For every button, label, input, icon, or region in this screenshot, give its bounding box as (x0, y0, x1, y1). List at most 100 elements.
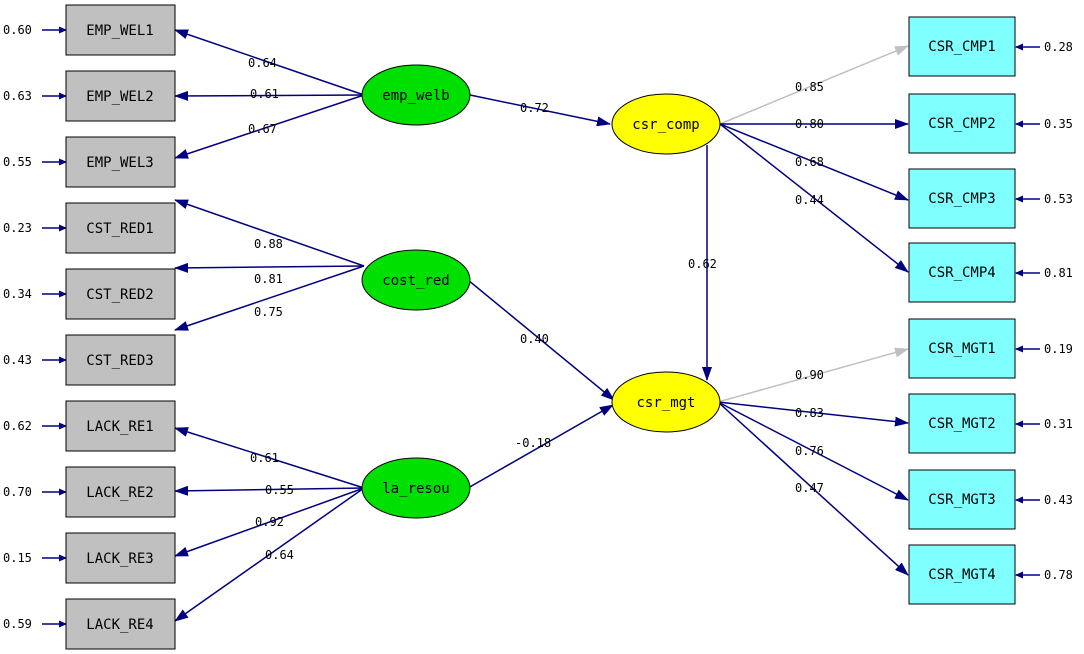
left-error-arrows (42, 26, 67, 628)
left-error-labels: 0.60 0.63 0.55 0.23 0.34 0.43 0.62 0.70 … (3, 23, 32, 631)
loading-label-csr-mgt2: 0.83 (795, 406, 824, 420)
loading-label-csr-cmp3: 0.68 (795, 155, 824, 169)
observed-box-emp-wel2[interactable] (65, 70, 176, 122)
observed-box-csr-cmp3[interactable] (908, 168, 1016, 229)
latent-label-la-resou: la_resou (382, 481, 449, 497)
error-variance-csr-cmp2: 0.35 (1044, 117, 1073, 131)
left-observed-boxes: EMP_WEL1 EMP_WEL2 EMP_WEL3 CST_RED1 CST_… (65, 4, 176, 650)
latent-ellipse-cost-red[interactable] (361, 249, 471, 311)
loading-label-emp-wel3: 0.67 (248, 122, 277, 136)
latent-label-emp-welb: emp_welb (382, 88, 449, 104)
right-loading-arrows (717, 45, 909, 576)
loading-label-cst-red2: 0.81 (254, 272, 283, 286)
right-loading-labels: 0.85 0.80 0.68 0.44 0.90 0.83 0.76 0.47 (795, 80, 824, 495)
loading-label-csr-cmp1: 0.85 (795, 80, 824, 94)
loading-label-csr-cmp2: 0.80 (795, 117, 824, 131)
loading-label-lack-re1: 0.61 (250, 451, 279, 465)
loading-arrow-emp-wel1 (174, 29, 365, 96)
observed-label-csr-cmp2: CSR_CMP2 (928, 116, 995, 132)
error-variance-lack-re1: 0.62 (3, 419, 32, 433)
loading-label-cst-red1: 0.88 (254, 237, 283, 251)
error-variance-csr-cmp1: 0.28 (1044, 40, 1073, 54)
error-variance-csr-mgt1: 0.19 (1044, 342, 1073, 356)
observed-box-emp-wel1[interactable] (65, 4, 176, 56)
latent-ellipse-emp-welb[interactable] (361, 64, 471, 126)
loading-label-emp-wel1: 0.64 (248, 56, 277, 70)
loading-arrow-csr-cmp1 (719, 45, 909, 125)
loading-arrow-lack-re3 (174, 487, 365, 557)
error-variance-cst-red2: 0.34 (3, 287, 32, 301)
loading-label-csr-mgt3: 0.76 (795, 444, 824, 458)
observed-box-csr-mgt4[interactable] (908, 544, 1016, 605)
loading-arrow-emp-wel2 (174, 90, 365, 101)
right-observed-boxes: CSR_CMP1 CSR_CMP2 CSR_CMP3 CSR_CMP4 CSR_… (908, 16, 1016, 605)
error-variance-lack-re4: 0.59 (3, 617, 32, 631)
loading-arrow-emp-wel3 (174, 94, 365, 159)
observed-label-emp-wel1: EMP_WEL1 (86, 23, 153, 39)
path-label-cost-red-csr-mgt: 0.40 (520, 332, 549, 346)
observed-label-lack-re1: LACK_RE1 (86, 419, 153, 435)
path-arrow-cost-red-csr-mgt (467, 279, 615, 401)
observed-label-emp-wel3: EMP_WEL3 (86, 155, 153, 171)
error-variance-csr-cmp4: 0.81 (1044, 266, 1073, 280)
error-variance-lack-re3: 0.15 (3, 551, 32, 565)
observed-label-lack-re4: LACK_RE4 (86, 617, 153, 633)
observed-box-csr-cmp4[interactable] (908, 242, 1016, 303)
path-arrow-emp-welb-csr-comp (469, 94, 611, 127)
observed-label-lack-re3: LACK_RE3 (86, 551, 153, 567)
loading-arrow-csr-mgt3 (717, 401, 909, 501)
observed-label-csr-mgt3: CSR_MGT3 (928, 492, 995, 508)
observed-box-csr-mgt1[interactable] (908, 318, 1016, 379)
observed-box-lack-re1[interactable] (65, 400, 176, 452)
loading-arrow-csr-cmp4 (719, 123, 909, 273)
path-label-csr-comp-csr-mgt: 0.62 (688, 257, 717, 271)
error-variance-csr-mgt4: 0.78 (1044, 568, 1073, 582)
loading-label-csr-cmp4: 0.44 (795, 193, 824, 207)
observed-label-emp-wel2: EMP_WEL2 (86, 89, 153, 105)
observed-box-cst-red3[interactable] (65, 334, 176, 386)
observed-box-cst-red2[interactable] (65, 268, 176, 320)
observed-label-csr-mgt4: CSR_MGT4 (928, 567, 995, 583)
right-error-arrows (1015, 43, 1040, 579)
loading-arrow-lack-re4 (174, 487, 365, 622)
latent-ellipse-csr-comp[interactable] (611, 93, 721, 155)
loading-arrow-csr-mgt1 (717, 347, 909, 403)
latent-ellipse-la-resou[interactable] (361, 457, 471, 519)
left-loading-labels: 0.64 0.61 0.67 0.88 0.81 0.75 0.61 0.55 … (248, 56, 294, 562)
path-arrow-la-resou-csr-mgt (467, 404, 614, 489)
loading-label-lack-re3: 0.92 (255, 515, 284, 529)
error-variance-emp-wel3: 0.55 (3, 155, 32, 169)
observed-box-lack-re4[interactable] (65, 598, 176, 650)
observed-label-csr-mgt2: CSR_MGT2 (928, 416, 995, 432)
error-variance-lack-re2: 0.70 (3, 485, 32, 499)
loading-arrow-lack-re1 (174, 427, 365, 489)
loading-arrow-cst-red3 (174, 265, 365, 331)
structural-paths: 0.72 0.62 0.40 -0.18 (467, 94, 717, 489)
latent-label-csr-mgt: csr_mgt (636, 395, 695, 411)
error-variance-csr-cmp3: 0.53 (1044, 192, 1073, 206)
observed-box-csr-mgt2[interactable] (908, 393, 1016, 454)
loading-arrow-lack-re2 (174, 485, 365, 496)
observed-label-cst-red1: CST_RED1 (86, 221, 153, 237)
observed-box-cst-red1[interactable] (65, 202, 176, 254)
loading-arrow-csr-mgt2 (717, 401, 909, 427)
observed-box-csr-cmp2[interactable] (908, 93, 1016, 154)
observed-label-csr-mgt1: CSR_MGT1 (928, 341, 995, 357)
latent-variables: emp_welb cost_red la_resou csr_comp csr_… (361, 64, 721, 519)
path-label-emp-welb-csr-comp: 0.72 (520, 101, 549, 115)
right-error-labels: 0.28 0.35 0.53 0.81 0.19 0.31 0.43 0.78 (1044, 40, 1073, 582)
loading-label-csr-mgt1: 0.90 (795, 368, 824, 382)
loading-label-lack-re4: 0.64 (265, 548, 294, 562)
loading-label-cst-red3: 0.75 (254, 305, 283, 319)
error-variance-emp-wel2: 0.63 (3, 89, 32, 103)
left-loading-arrows (174, 29, 365, 622)
observed-box-lack-re2[interactable] (65, 466, 176, 518)
loading-arrow-csr-cmp3 (719, 123, 909, 201)
observed-label-csr-cmp3: CSR_CMP3 (928, 191, 995, 207)
observed-box-lack-re3[interactable] (65, 532, 176, 584)
latent-ellipse-csr-mgt[interactable] (611, 371, 721, 433)
latent-label-cost-red: cost_red (382, 273, 449, 289)
observed-box-emp-wel3[interactable] (65, 136, 176, 188)
error-variance-cst-red1: 0.23 (3, 221, 32, 235)
